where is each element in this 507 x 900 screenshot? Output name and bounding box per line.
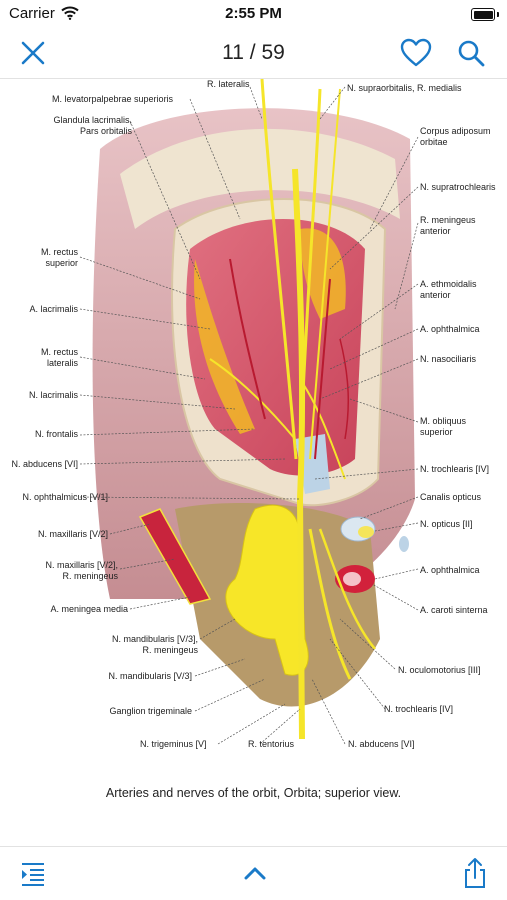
label-n-ophthalmicus: N. ophthalmicus [V/1] (22, 492, 108, 502)
label-ganglion-trigeminale: Ganglion trigeminale (109, 706, 192, 716)
label-n-frontalis: N. frontalis (34, 429, 78, 439)
wifi-icon (61, 6, 79, 20)
label-r-lateralis: R. lateralis (207, 79, 250, 89)
label-n-trochlearis-lower: N. trochlearis [IV] (384, 704, 454, 714)
label-n-trochlearis-upper: N. trochlearis [IV] (420, 464, 490, 474)
label-n-oculomotorius: N. oculomotorius [III] (398, 665, 481, 675)
page-counter: 11 / 59 (222, 41, 285, 64)
heart-icon[interactable] (400, 38, 432, 68)
anatomy-figure[interactable]: R. lateralis N. supraorbitalis, R. media… (0, 79, 507, 779)
label-m-levatorpalpebrae: M. levatorpalpebrae superioris (52, 94, 174, 104)
orbit-illustration (79, 79, 419, 745)
label-r-tentorius: R. tentorius (248, 739, 295, 749)
label-n-supraorbitalis: N. supraorbitalis, R. medialis (347, 83, 462, 93)
label-n-maxillaris: N. maxillaris [V/2] (37, 529, 108, 539)
search-icon[interactable] (456, 38, 486, 68)
label-corpus-adiposum: Corpus adiposum orbitae (420, 126, 491, 147)
indent-list-icon[interactable] (18, 856, 48, 890)
label-a-lacrimalis: A. lacrimalis (29, 304, 78, 314)
label-a-caroti-sinterna: A. caroti sinterna (420, 605, 488, 615)
carrier-label: Carrier (9, 5, 55, 22)
label-a-ophthalmica-lower: A. ophthalmica (420, 565, 480, 575)
figure-caption: Arteries and nerves of the orbit, Orbita… (105, 786, 402, 800)
label-n-supratrochlearis: N. supratrochlearis (420, 182, 496, 192)
label-n-opticus: N. opticus [II] (420, 519, 473, 529)
clock: 2:55 PM (225, 5, 282, 22)
label-n-abducens-bottom: N. abducens [VI] (348, 739, 415, 749)
label-a-ethmoidalis-anterior: A. ethmoidalis anterior (420, 279, 477, 300)
label-m-obliquus-superior: M. obliquus superior (420, 416, 467, 437)
label-n-lacrimalis: N. lacrimalis (28, 390, 78, 400)
label-n-mandibularis: N. mandibularis [V/3] (108, 671, 192, 681)
share-icon[interactable] (460, 856, 490, 890)
label-n-abducens-left: N. abducens [VI] (11, 459, 78, 469)
label-canalis-opticus: Canalis opticus (420, 492, 482, 502)
status-bar: Carrier 2:55 PM (0, 0, 507, 30)
label-m-rectus-lateralis: M. rectus lateralis (40, 347, 78, 368)
label-m-rectus-superior: M. rectus superior (40, 247, 78, 268)
label-glandula-lacrimalis: Glandula lacrimalis, Pars orbitalis (53, 115, 132, 136)
label-n-trigeminus: N. trigeminus [V] (140, 739, 207, 749)
label-a-ophthalmica-upper: A. ophthalmica (420, 324, 480, 334)
toolbar-divider (0, 846, 507, 847)
label-a-meningea-media: A. meningea media (50, 604, 128, 614)
label-n-mandibularis-meningeus: N. mandibularis [V/3], R. meningeus (111, 634, 198, 655)
label-n-maxillaris-meningeus: N. maxillaris [V/2], R. meningeus (45, 560, 118, 581)
chevron-up-icon[interactable] (240, 856, 270, 890)
close-icon[interactable] (18, 38, 48, 68)
battery-icon (471, 8, 499, 21)
label-r-meningeus-anterior: R. meningeus anterior (420, 215, 476, 236)
label-n-nasociliaris: N. nasociliaris (420, 354, 477, 364)
nav-divider (0, 78, 507, 79)
nav-bar: 11 / 59 (0, 30, 507, 76)
